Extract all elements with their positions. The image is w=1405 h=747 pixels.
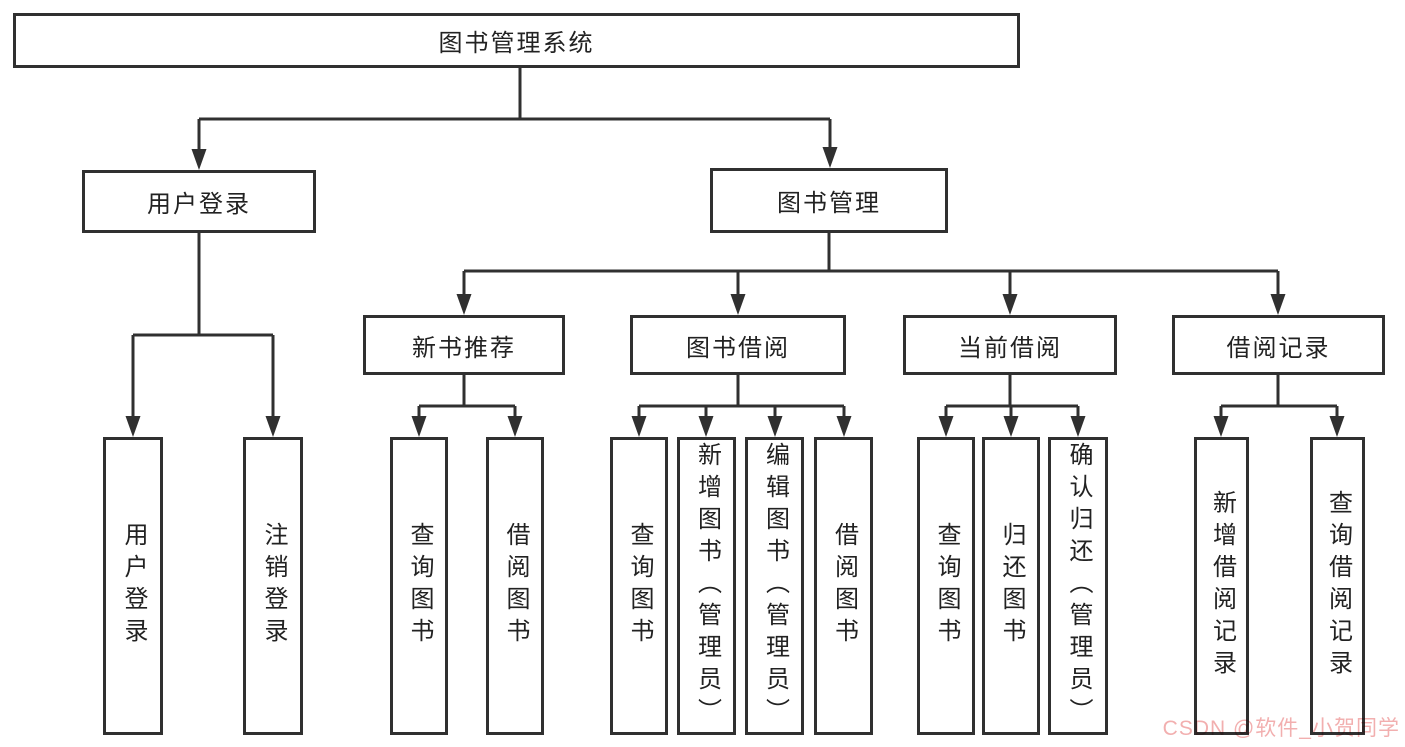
node-label: 图书管理系统 [438, 30, 595, 57]
node-label: 当前借阅 [958, 334, 1062, 362]
leaf-edit-books-admin: 编辑图书（管理员） [745, 437, 804, 735]
arrow-down-icon [507, 416, 523, 437]
node-label: 查询图书 [933, 522, 960, 650]
arrow-down-icon [456, 294, 472, 315]
node-label: 确认归还（管理员） [1065, 442, 1092, 730]
node-current-borrowing: 当前借阅 [903, 315, 1117, 375]
arrowheads [125, 147, 1345, 437]
node-label: 用户登录 [147, 191, 251, 218]
node-label: 新增借阅记录 [1208, 490, 1236, 682]
node-label: 新书推荐 [412, 334, 516, 362]
arrow-down-icon [822, 147, 838, 168]
node-label: 图书借阅 [686, 334, 790, 362]
node-label: 新增图书（管理员） [693, 442, 721, 730]
leaf-add-borrow-record: 新增借阅记录 [1194, 437, 1249, 735]
node-library-system: 图书管理系统 [13, 13, 1020, 68]
arrow-down-icon [191, 149, 207, 170]
leaf-logout: 注销登录 [243, 437, 303, 735]
node-label: 借阅图书 [830, 522, 858, 650]
leaf-query-borrow-record: 查询借阅记录 [1310, 437, 1365, 735]
node-label: 注销登录 [260, 522, 287, 650]
node-label: 查询图书 [406, 522, 433, 650]
arrow-down-icon [767, 416, 783, 437]
arrow-down-icon [1270, 294, 1286, 315]
leaf-return-books: 归还图书 [982, 437, 1040, 735]
node-label: 借阅图书 [502, 522, 529, 650]
node-book-borrowing: 图书借阅 [630, 315, 846, 375]
arrow-down-icon [730, 294, 746, 315]
arrow-down-icon [1329, 416, 1345, 437]
arrow-down-icon [411, 416, 427, 437]
leaf-borrow-books-recommend: 借阅图书 [486, 437, 544, 735]
leaf-user-login: 用户登录 [103, 437, 163, 735]
arrow-down-icon [1003, 416, 1019, 437]
leaf-add-books-admin: 新增图书（管理员） [677, 437, 736, 735]
node-user-login: 用户登录 [82, 170, 316, 233]
arrow-down-icon [938, 416, 954, 437]
leaf-query-books-borrowing: 查询图书 [610, 437, 668, 735]
node-new-book-recommend: 新书推荐 [363, 315, 565, 375]
arrow-down-icon [1213, 416, 1229, 437]
node-label: 查询借阅记录 [1324, 490, 1352, 682]
node-book-management: 图书管理 [710, 168, 948, 233]
arrow-down-icon [1002, 294, 1018, 315]
node-borrowing-records: 借阅记录 [1172, 315, 1385, 375]
arrow-down-icon [125, 416, 141, 437]
leaf-confirm-return-admin: 确认归还（管理员） [1048, 437, 1108, 735]
arrow-down-icon [698, 416, 714, 437]
watermark: CSDN @软件_小贺同学 [1162, 717, 1400, 740]
node-label: 借阅记录 [1226, 334, 1331, 362]
node-label: 查询图书 [626, 522, 653, 650]
arrow-down-icon [265, 416, 281, 437]
leaf-query-books-recommend: 查询图书 [390, 437, 448, 735]
arrow-down-icon [1070, 416, 1086, 437]
node-label: 归还图书 [998, 522, 1025, 650]
leaf-query-books-current: 查询图书 [917, 437, 975, 735]
leaf-borrow-books-borrowing: 借阅图书 [814, 437, 873, 735]
arrow-down-icon [836, 416, 852, 437]
node-label: 编辑图书（管理员） [761, 442, 789, 730]
arrow-down-icon [631, 416, 647, 437]
node-label: 图书管理 [777, 190, 881, 217]
node-label: 用户登录 [120, 522, 147, 650]
connector-path [131, 68, 1339, 420]
